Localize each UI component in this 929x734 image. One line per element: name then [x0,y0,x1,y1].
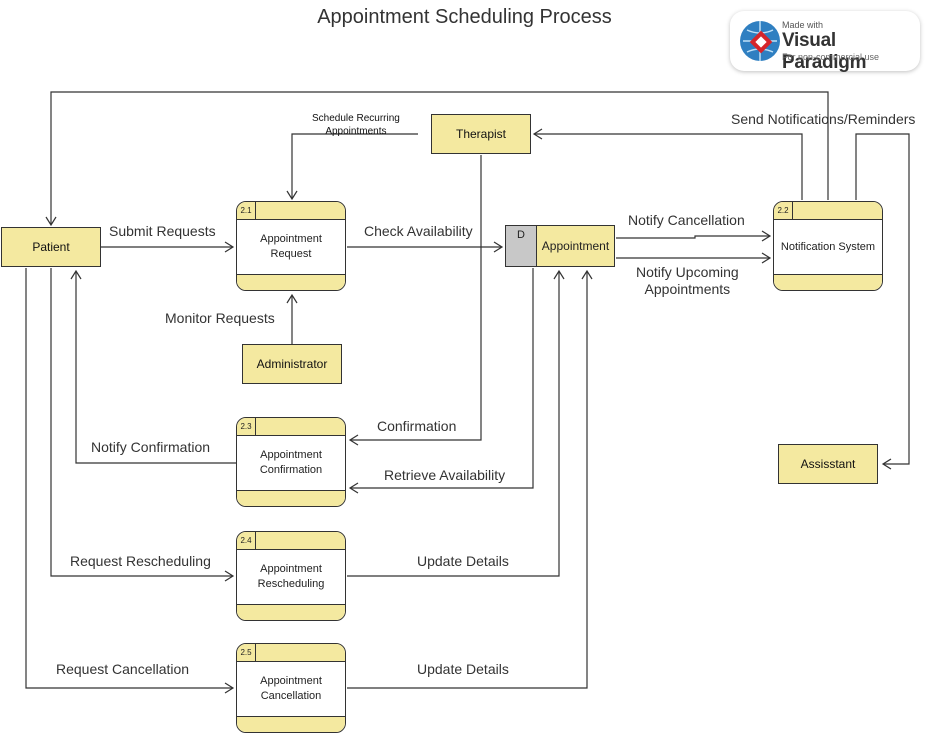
process-id: 2.3 [237,418,256,435]
flow-notify-cancellation [616,235,769,239]
entity-assistant[interactable]: Assisstant [778,444,878,484]
label-monitor-requests: Monitor Requests [165,310,275,326]
badge-brand: Visual Paradigm [782,30,867,73]
entity-administrator[interactable]: Administrator [242,344,342,384]
entity-therapist[interactable]: Therapist [431,114,531,154]
flow-notify-confirmation [75,272,236,464]
entity-patient[interactable]: Patient [1,227,101,267]
visual-paradigm-badge: Made with Visual Paradigm For non-commer… [730,11,920,73]
process-name: Appointment Confirmation [259,449,323,476]
datastore-name: Appointment [537,226,614,266]
flow-send-notifications [855,133,910,465]
label-update-details: Update Details [417,553,509,569]
label-update-details: Update Details [417,661,509,677]
flow-retrieve-availability [351,268,534,489]
flow-notify-patient [50,91,829,224]
label-send-notifications: Send Notifications/Reminders [731,111,916,127]
process-appointment-cancellation[interactable]: 2.5 Appointment Cancellation [236,643,346,733]
diagram-title: Appointment Scheduling Process [317,6,612,28]
label-submit-requests: Submit Requests [109,223,216,239]
process-id: 2.5 [237,644,256,661]
process-appointment-confirmation[interactable]: 2.3 Appointment Confirmation [236,417,346,507]
label-check-availability: Check Availability [364,223,473,239]
process-name: Notification System [780,240,876,253]
label-schedule-recurring: Schedule Recurring Appointments [312,113,400,137]
process-id: 2.1 [237,202,256,219]
flow-confirmation [351,155,482,441]
flow-schedule-recurring [291,133,418,198]
process-notification-system[interactable]: 2.2 Notification System [773,201,883,291]
label-request-cancellation: Request Cancellation [56,661,190,677]
flow-request-rescheduling [50,268,232,577]
datastore-appointment[interactable]: D Appointment [505,225,615,267]
label-confirmation: Confirmation [377,418,457,434]
label-request-rescheduling: Request Rescheduling [70,553,211,569]
process-name: Appointment Request [260,233,322,260]
badge-note: For non-commercial use [782,52,880,62]
label-retrieve-availability: Retrieve Availability [384,467,506,483]
visual-paradigm-logo-icon [740,21,780,61]
flow-request-cancellation [25,268,232,689]
label-notify-cancellation: Notify Cancellation [628,212,745,228]
process-appointment-request[interactable]: 2.1 Appointment Request [236,201,346,291]
process-id: 2.4 [237,532,256,549]
flow-update-details-2 [347,272,588,689]
flow-update-details-1 [347,272,560,577]
badge-made-with: Made with [782,20,824,30]
process-appointment-rescheduling[interactable]: 2.4 Appointment Rescheduling [236,531,346,621]
label-notify-confirmation: Notify Confirmation [91,439,211,455]
flow-notify-therapist [535,133,803,200]
label-notify-upcoming: Notify Upcoming Appointments [636,264,739,297]
process-id: 2.2 [774,202,793,219]
process-name: Appointment Cancellation [260,675,322,702]
datastore-id: D [506,226,537,266]
process-name: Appointment Rescheduling [257,563,325,590]
